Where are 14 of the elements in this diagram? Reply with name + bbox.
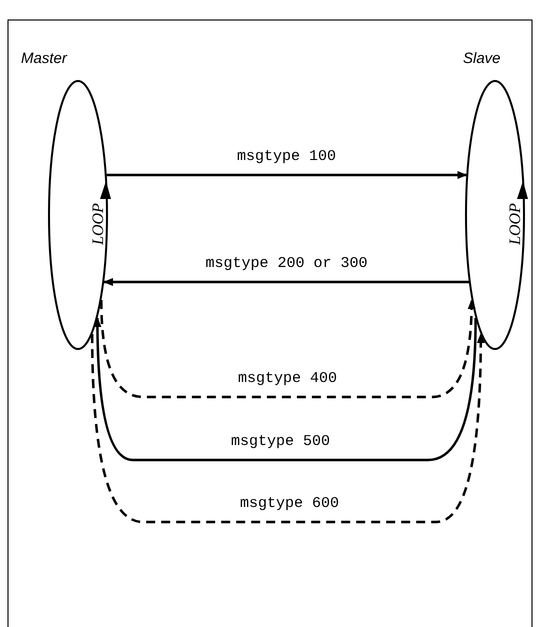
message-arrow — [90, 333, 485, 524]
edge-label: msgtype 500 — [228, 433, 332, 450]
loop-label: LOOP — [506, 203, 525, 245]
message-arrow — [94, 317, 477, 462]
message-arrow — [100, 299, 476, 398]
message-arrow — [103, 278, 469, 286]
edge-label: msgtype 200 or 300 — [203, 255, 370, 272]
lifeline-heading: Slave — [463, 50, 501, 67]
lifeline-heading: Master — [21, 50, 67, 67]
message-arrow — [106, 171, 468, 179]
edge-label: msgtype 600 — [238, 495, 342, 512]
edge-label: msgtype 100 — [234, 148, 338, 165]
loop-label: LOOP — [90, 203, 108, 245]
edge-label: msgtype 400 — [236, 370, 340, 387]
